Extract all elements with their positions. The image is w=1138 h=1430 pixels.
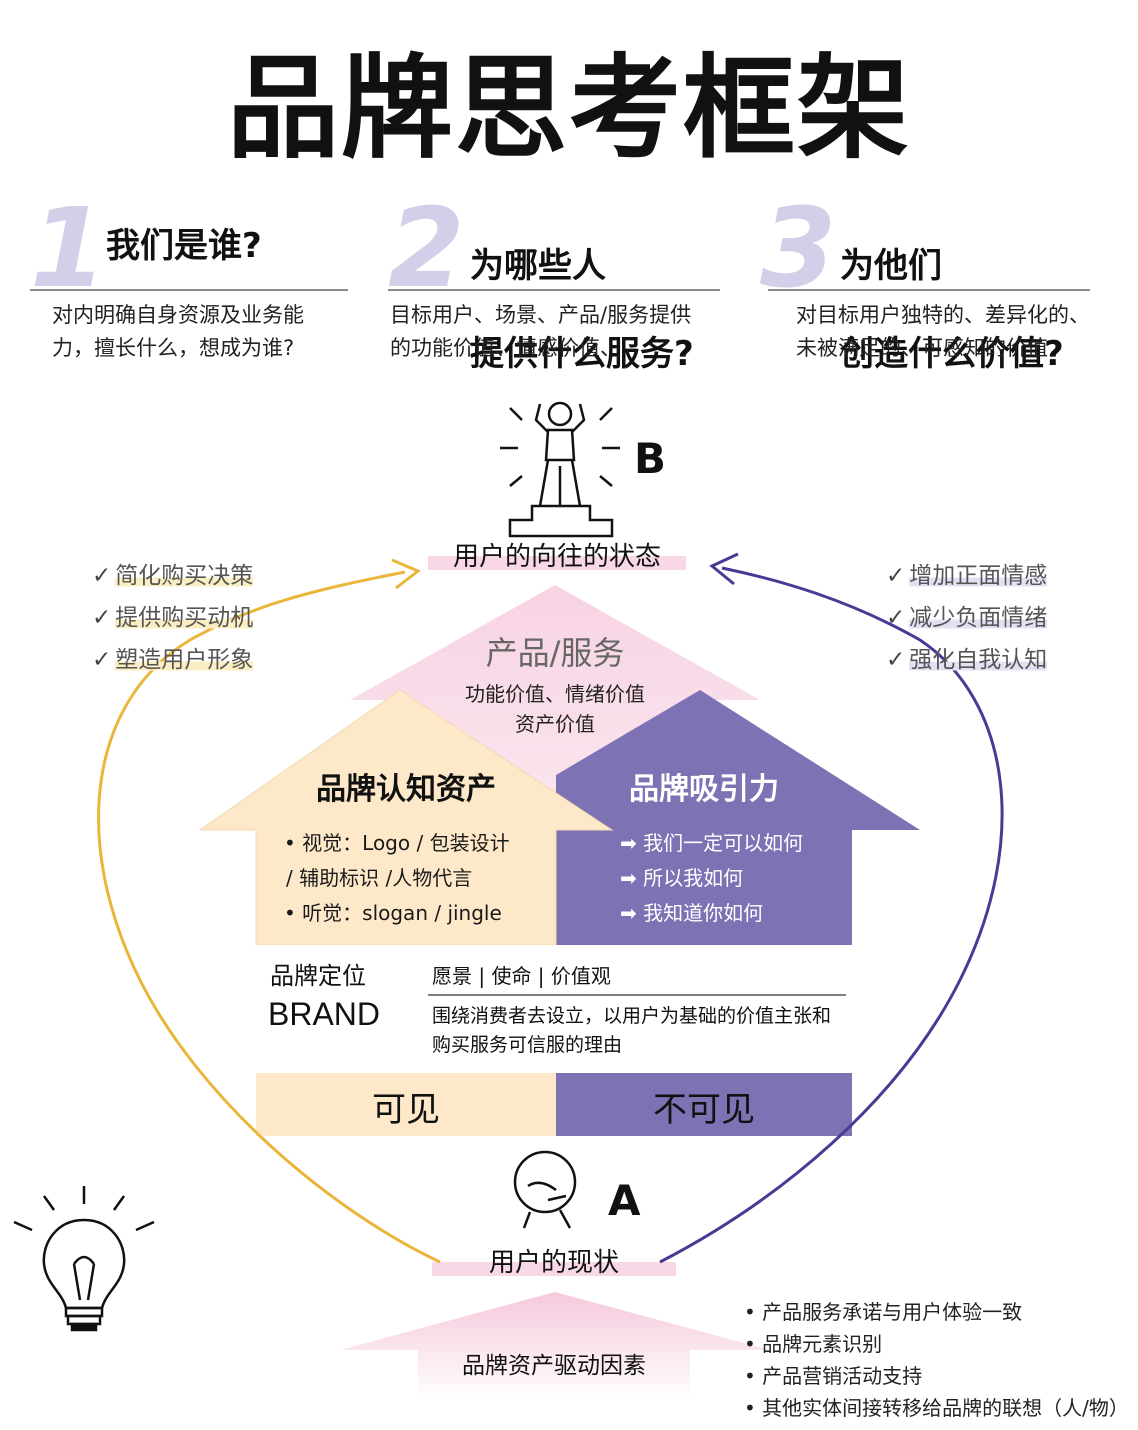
cognition-bullet: • 听觉：slogan / jingle bbox=[284, 901, 502, 925]
driver-arrow bbox=[340, 1292, 770, 1400]
check-icon: ✓ bbox=[886, 647, 906, 673]
attraction-title: 品牌吸引力 bbox=[629, 772, 779, 807]
thinking-person-icon bbox=[513, 1150, 577, 1229]
question-description: 对内明确自身资源及业务能 力，擅长什么，想成为谁? bbox=[52, 303, 304, 360]
desired-state-label: 用户的向往的状态 bbox=[452, 542, 661, 572]
check-item: ✓减少负面情绪 bbox=[886, 605, 1048, 631]
check-icon: ✓ bbox=[886, 563, 906, 589]
check-item: ✓强化自我认知 bbox=[886, 647, 1048, 673]
question-number: 3 bbox=[760, 184, 837, 312]
left-curve bbox=[97, 570, 441, 1264]
question-title: 为哪些人 提供什么服务? bbox=[470, 246, 694, 374]
question-description: 目标用户、场景、产品/服务提供 的功能价值、情感价值、 bbox=[390, 303, 692, 360]
question-divider bbox=[768, 289, 1090, 291]
driver-item: • 产品服务承诺与用户体验一致 bbox=[744, 1300, 1023, 1324]
driver-item: • 其他实体间接转移给品牌的联想（人/物） bbox=[744, 1396, 1129, 1420]
question-number: 2 bbox=[388, 184, 465, 312]
check-item: ✓增加正面情感 bbox=[886, 563, 1048, 589]
right-check-list: ✓增加正面情感 ✓减少负面情绪 ✓强化自我认知 bbox=[886, 556, 1048, 682]
drivers-label: 品牌资产驱动因素 bbox=[462, 1353, 646, 1379]
winner-person-icon bbox=[500, 401, 620, 538]
driver-item: • 品牌元素识别 bbox=[744, 1332, 883, 1356]
left-check-list: ✓简化购买决策 ✓提供购买动机 ✓塑造用户形象 bbox=[92, 556, 254, 682]
check-item: ✓简化购买决策 bbox=[92, 563, 254, 589]
attraction-house bbox=[556, 690, 920, 945]
product-title: 产品/服务 bbox=[485, 634, 625, 672]
brand-label: BRAND bbox=[268, 996, 381, 1032]
attraction-item: ➡ 我知道你如何 bbox=[620, 901, 764, 925]
check-item: ✓塑造用户形象 bbox=[92, 647, 254, 673]
check-icon: ✓ bbox=[92, 647, 112, 673]
state-b-letter: B bbox=[634, 434, 667, 483]
invisible-bar bbox=[556, 1073, 852, 1136]
invisible-label: 不可见 bbox=[653, 1090, 755, 1130]
driver-item: • 产品营销活动支持 bbox=[744, 1364, 923, 1388]
question-divider bbox=[388, 289, 720, 291]
question-description: 对目标用户独特的、差异化的、 未被满足的、可感知的价值 bbox=[796, 303, 1090, 360]
attraction-item: ➡ 所以我如何 bbox=[620, 866, 744, 890]
right-arrow-head bbox=[709, 552, 739, 586]
current-state-label: 用户的现状 bbox=[488, 1248, 619, 1278]
state-a-letter: A bbox=[608, 1176, 641, 1225]
drivers-list: • 产品服务承诺与用户体验一致 • 品牌元素识别 • 产品营销活动支持 • 其他… bbox=[744, 1296, 1129, 1424]
positioning-label: 品牌定位 bbox=[270, 962, 366, 990]
cognition-bullets: • 视觉：Logo / 包装设计 / 辅助标识 /人物代言 • 听觉：sloga… bbox=[284, 826, 510, 931]
cognition-title: 品牌认知资产 bbox=[316, 772, 496, 807]
positioning-values: 愿景 | 使命 | 价值观 bbox=[432, 964, 611, 988]
positioning-description: 围绕消费者去设立，以用户为基础的价值主张和 购买服务可信服的理由 bbox=[432, 1005, 832, 1056]
attraction-items: ➡ 我们一定可以如何 ➡ 所以我如何 ➡ 我知道你如何 bbox=[620, 826, 803, 931]
visible-bar bbox=[256, 1073, 556, 1136]
cognition-bullet: • 视觉：Logo / 包装设计 bbox=[284, 831, 510, 855]
positioning-band bbox=[256, 945, 852, 1073]
check-icon: ✓ bbox=[92, 563, 112, 589]
right-curve bbox=[659, 566, 1004, 1264]
product-line-2: 资产价值 bbox=[515, 712, 595, 736]
lightbulb-icon bbox=[13, 1186, 155, 1332]
visible-label: 可见 bbox=[372, 1090, 440, 1130]
attraction-item: ➡ 我们一定可以如何 bbox=[620, 831, 804, 855]
cognition-bullet: / 辅助标识 /人物代言 bbox=[286, 866, 473, 890]
page-title: 品牌思考框架 bbox=[227, 44, 911, 174]
question-title: 我们是谁? bbox=[106, 226, 262, 266]
question-title: 为他们 创造什么价值? bbox=[840, 246, 1064, 374]
check-item: ✓提供购买动机 bbox=[92, 605, 254, 631]
check-icon: ✓ bbox=[886, 605, 906, 631]
question-number: 1 bbox=[30, 184, 107, 312]
a-label-highlight bbox=[432, 1262, 676, 1276]
check-icon: ✓ bbox=[92, 605, 112, 631]
question-divider bbox=[30, 289, 348, 291]
left-arrow-head bbox=[391, 558, 421, 590]
b-label-highlight bbox=[428, 556, 686, 570]
product-line-1: 功能价值、情绪价值 bbox=[465, 682, 645, 706]
